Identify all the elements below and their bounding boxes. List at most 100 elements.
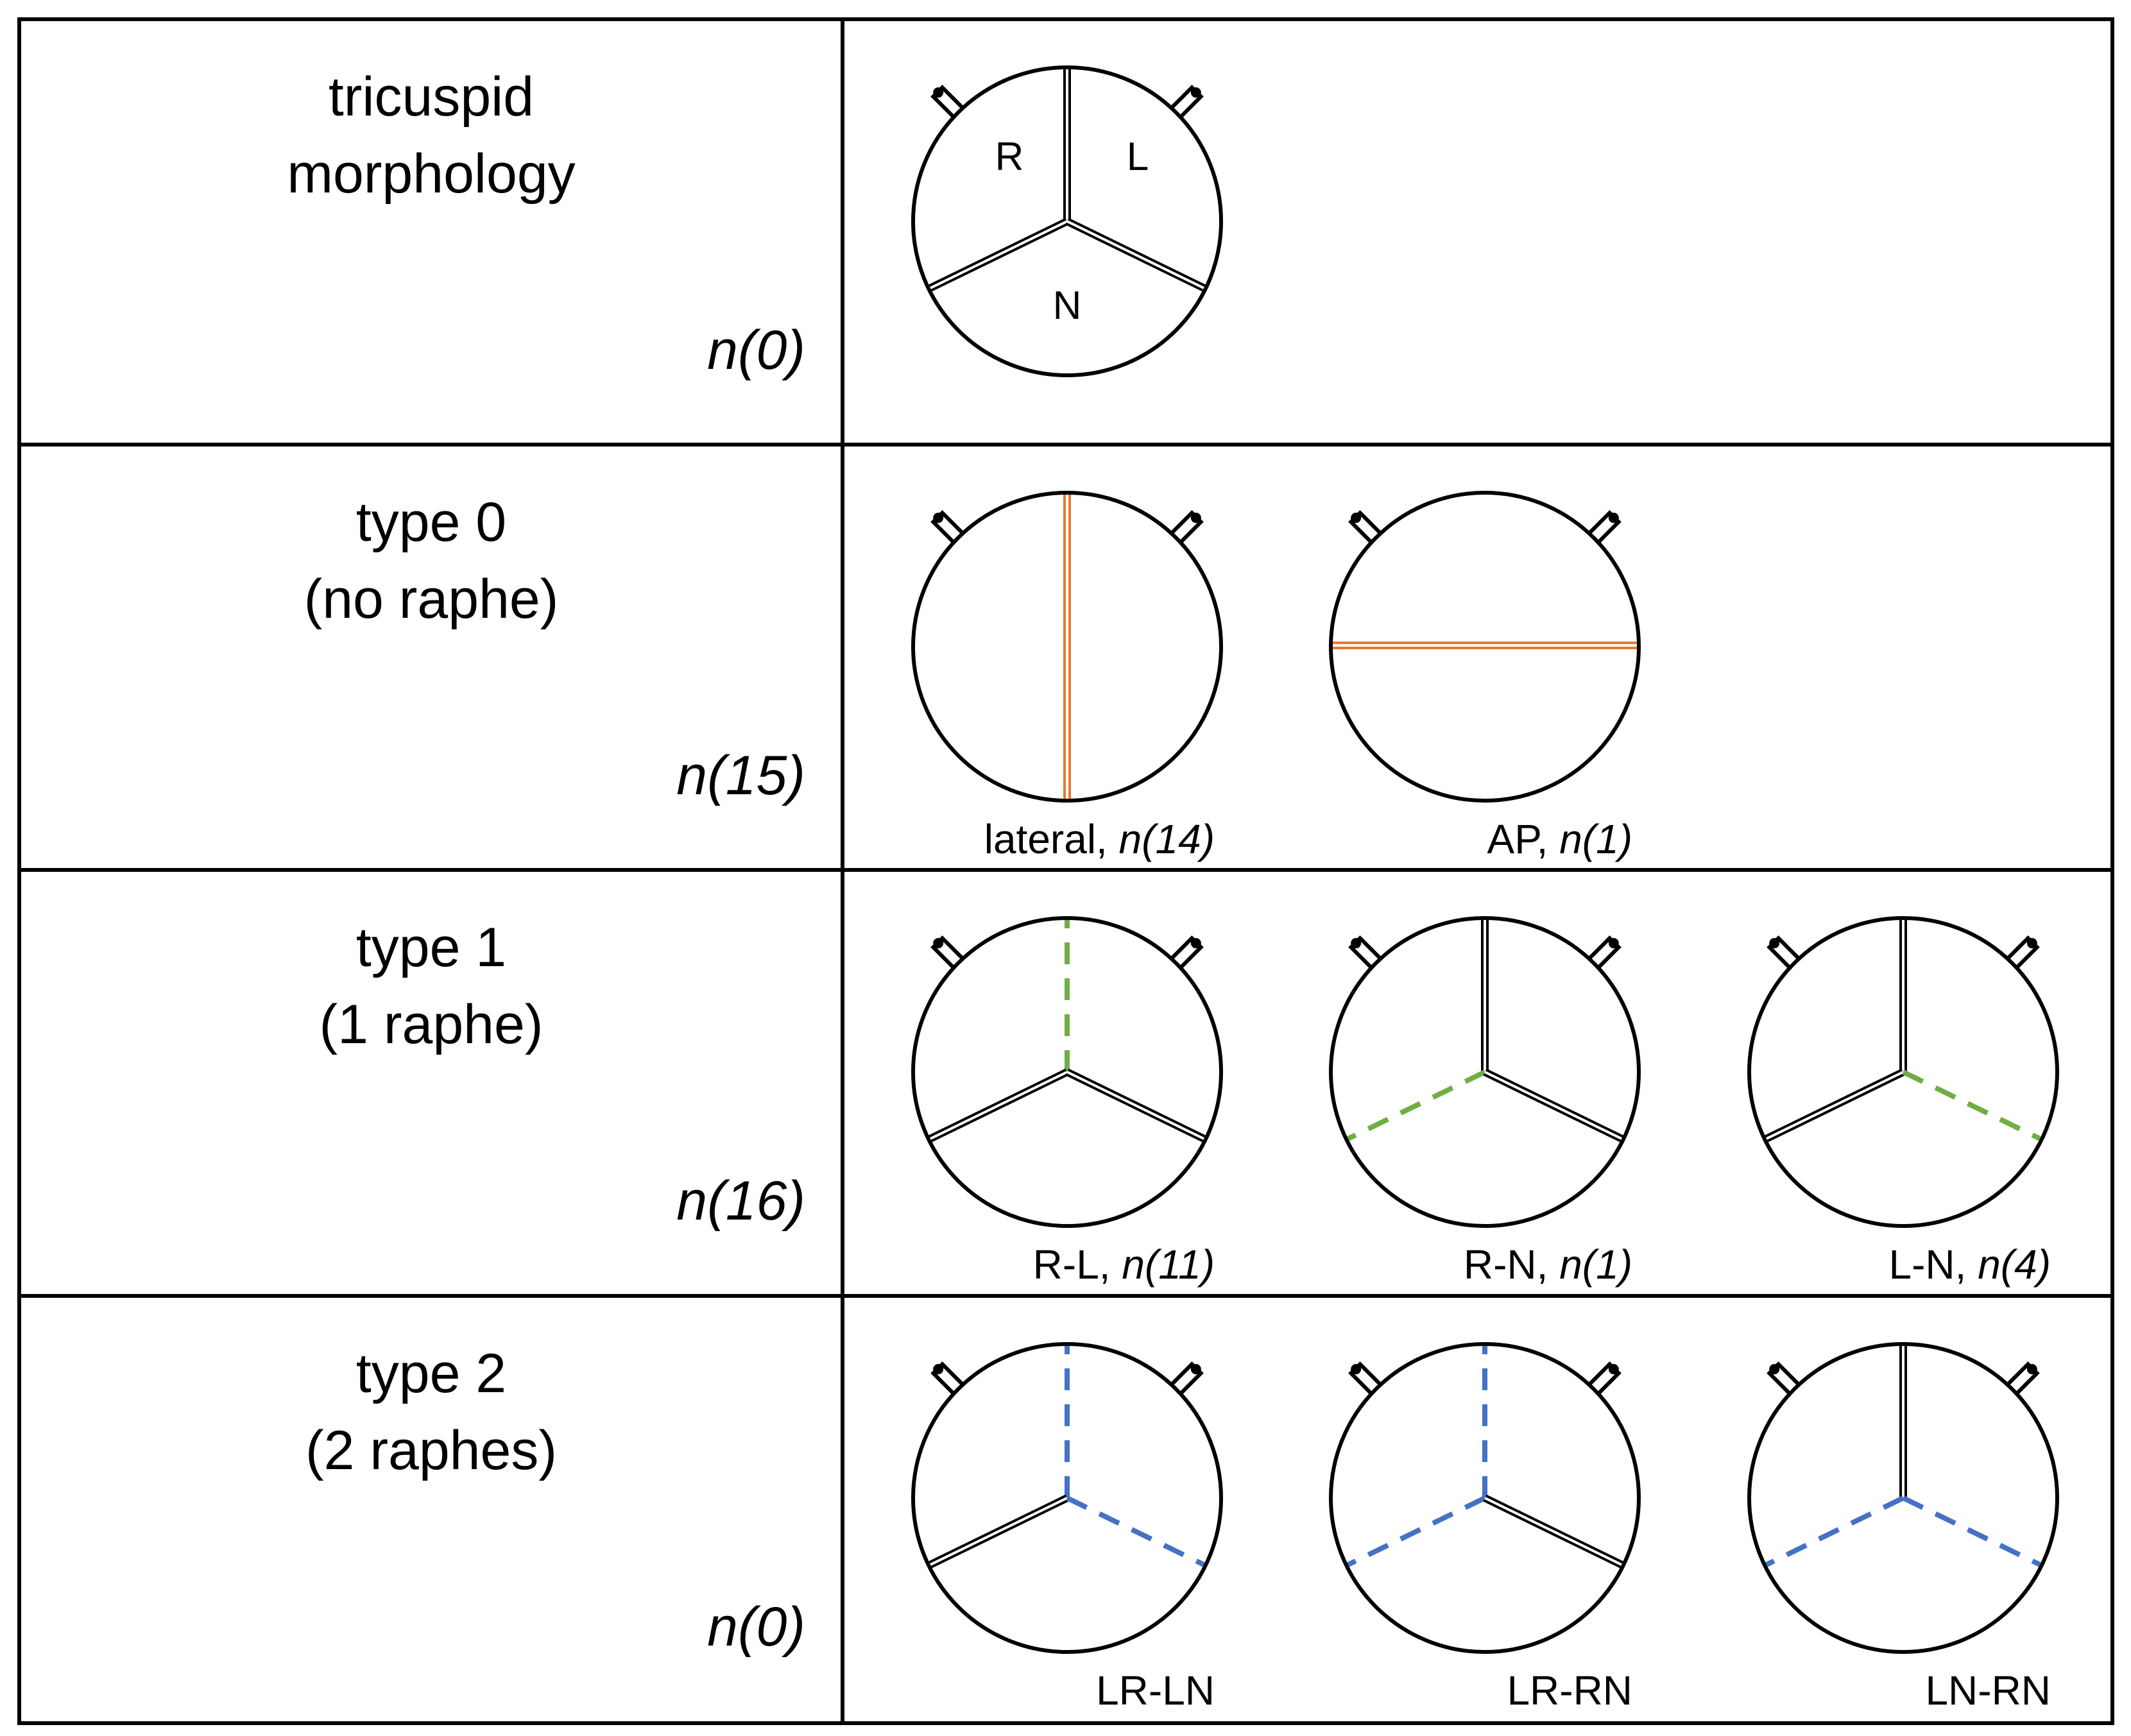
caption-count: n(1)	[1559, 1241, 1632, 1288]
caption-name: LN-RN	[1925, 1667, 2051, 1714]
cusp-letter: N	[1053, 284, 1082, 328]
commissure-line-core	[930, 1497, 1068, 1566]
table-row: type 0 (no raphe) n(15) lateral, n(14) AP, n…	[304, 491, 1641, 862]
table-row: type 1 (1 raphe) n(16) R-L, n(11) R-N, n(1) L…	[320, 916, 2059, 1288]
row-title: (1 raphe)	[320, 994, 543, 1055]
valve-caption: R-L, n(11)	[1033, 1241, 1215, 1288]
ostium-cap	[933, 1364, 944, 1375]
caption-name: AP,	[1487, 816, 1560, 862]
cusp-letter: L	[1127, 135, 1149, 179]
ostium-cap	[1351, 513, 1362, 523]
left-coronary-ostium	[1168, 935, 1204, 971]
caption-count: n(4)	[1978, 1241, 2051, 1288]
left-coronary-ostium	[1586, 510, 1622, 546]
raphe-line	[1347, 1069, 1486, 1141]
left-coronary-ostium	[1586, 1361, 1622, 1397]
raphe-line	[1902, 1069, 2041, 1141]
row-title: tricuspid	[329, 66, 534, 128]
valve-caption: R-N, n(1)	[1464, 1241, 1632, 1288]
right-coronary-ostium	[1348, 1361, 1384, 1397]
cusp-letter: R	[995, 135, 1024, 179]
ostium-cap	[1769, 938, 1780, 949]
valve-caption: lateral, n(14)	[984, 816, 1215, 862]
commissure-line-core	[1484, 1071, 1622, 1140]
row-title: morphology	[287, 143, 575, 205]
caption-name: R-N,	[1464, 1241, 1559, 1288]
right-coronary-ostium	[1348, 935, 1384, 971]
valve-diagram: lateral, n(14)	[911, 491, 1223, 862]
raphe-line	[1347, 1495, 1486, 1567]
right-coronary-ostium	[930, 1361, 966, 1397]
row-count: n(15)	[676, 745, 805, 806]
row-title: type 1	[356, 917, 506, 978]
valve-diagram: R-L, n(11)	[911, 916, 1223, 1288]
ostium-cap	[933, 87, 944, 98]
commissure-line-core	[1066, 220, 1204, 289]
row-title: (2 raphes)	[305, 1420, 557, 1481]
caption-name: R-L,	[1033, 1241, 1122, 1288]
raphe-line	[1066, 1495, 1205, 1567]
commissure-line-core	[1766, 1071, 1904, 1140]
ostium-cap	[2026, 938, 2037, 949]
row-count: n(0)	[707, 1596, 805, 1658]
ostium-cap	[1608, 513, 1619, 523]
caption-count: n(14)	[1119, 816, 1215, 862]
ostium-cap	[1608, 938, 1619, 949]
row-title: (no raphe)	[304, 568, 559, 630]
left-coronary-ostium	[1168, 510, 1204, 546]
row-count: n(16)	[676, 1170, 805, 1232]
ostium-cap	[1351, 938, 1362, 949]
valve-diagram: LR-RN	[1329, 1342, 1641, 1714]
valve-diagram: LN-RN	[1747, 1342, 2059, 1714]
caption-count: n(1)	[1559, 816, 1632, 862]
valve-caption: LR-RN	[1507, 1667, 1632, 1714]
valve-diagram: L-N, n(4)	[1747, 916, 2059, 1288]
raphe-line	[1902, 1495, 2041, 1567]
row-title: type 0	[356, 491, 506, 553]
ostium-cap	[1190, 513, 1201, 523]
left-coronary-ostium	[2004, 1361, 2040, 1397]
left-coronary-ostium	[1168, 1361, 1204, 1397]
right-coronary-ostium	[930, 85, 966, 121]
ostium-cap	[1769, 1364, 1780, 1375]
ostium-cap	[1608, 1364, 1619, 1375]
row-count: n(0)	[707, 319, 805, 381]
left-coronary-ostium	[1168, 85, 1204, 121]
right-coronary-ostium	[1767, 1361, 1802, 1397]
left-coronary-ostium	[1586, 935, 1622, 971]
ostium-cap	[1190, 1364, 1201, 1375]
table-row: tricuspid morphology n(0) R L N	[287, 65, 1223, 381]
commissure-line-core	[930, 1071, 1068, 1140]
commissure-line-core	[1484, 1497, 1622, 1566]
right-coronary-ostium	[930, 510, 966, 546]
valve-caption: LN-RN	[1925, 1667, 2051, 1714]
valve-caption: L-N, n(4)	[1889, 1241, 2051, 1288]
ostium-cap	[933, 513, 944, 523]
ostium-cap	[1190, 938, 1201, 949]
right-coronary-ostium	[1348, 510, 1384, 546]
valve-caption: LR-LN	[1096, 1667, 1215, 1714]
caption-name: L-N,	[1889, 1241, 1978, 1288]
ostium-cap	[2026, 1364, 2037, 1375]
right-coronary-ostium	[1767, 935, 1802, 971]
ostium-cap	[1351, 1364, 1362, 1375]
caption-count: n(11)	[1122, 1241, 1215, 1288]
valve-diagram: R L N	[911, 65, 1223, 377]
commissure-line-core	[1066, 1071, 1204, 1140]
valve-diagram: R-N, n(1)	[1329, 916, 1641, 1288]
caption-name: LR-LN	[1096, 1667, 1215, 1714]
raphe-line	[1765, 1495, 1904, 1567]
ostium-cap	[1190, 87, 1201, 98]
table-grid	[17, 17, 2114, 1725]
ostium-cap	[933, 938, 944, 949]
row-title: type 2	[356, 1343, 506, 1404]
caption-name: LR-RN	[1507, 1667, 1632, 1714]
left-coronary-ostium	[2004, 935, 2040, 971]
commissure-line-core	[930, 220, 1068, 289]
table-row: type 2 (2 raphes) n(0) LR-LN LR-RN LN-RN	[305, 1342, 2059, 1714]
valve-diagram: AP, n(1)	[1329, 491, 1641, 862]
valve-diagram: LR-LN	[911, 1342, 1223, 1714]
valve-caption: AP, n(1)	[1487, 816, 1633, 862]
